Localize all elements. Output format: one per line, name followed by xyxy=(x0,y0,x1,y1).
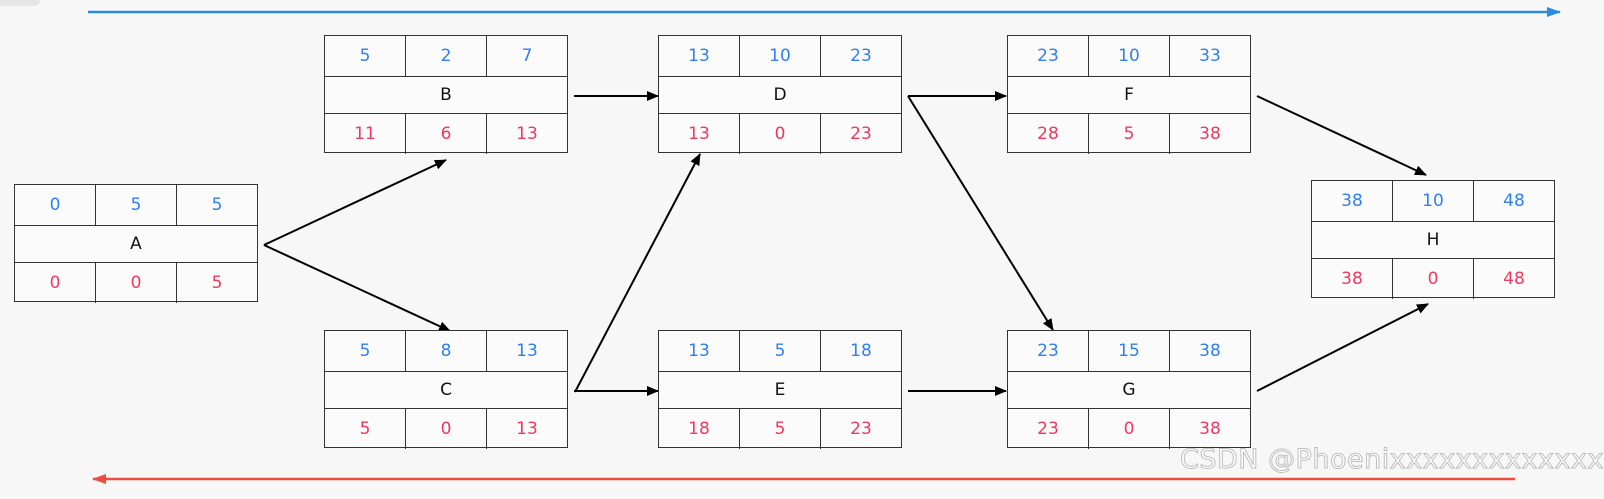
node-g-early-finish: 38 xyxy=(1169,331,1250,371)
node-f-late-finish: 38 xyxy=(1169,114,1250,154)
node-f-slack: 5 xyxy=(1088,114,1169,154)
node-a-duration: 5 xyxy=(95,185,176,225)
node-h-duration: 10 xyxy=(1392,181,1473,221)
node-b-late-start: 11 xyxy=(354,124,376,144)
node-h-early-finish: 48 xyxy=(1473,181,1554,221)
node-g-slack: 0 xyxy=(1088,409,1169,449)
node-h-late-finish: 48 xyxy=(1473,259,1554,299)
watermark: CSDN @Phoenixxxxxxxxxxxxx xyxy=(1180,444,1604,476)
node-a-early-finish: 5 xyxy=(176,185,257,225)
node-h-slack: 0 xyxy=(1392,259,1473,299)
node-d-slack: 0 xyxy=(739,114,820,154)
edge-a-b xyxy=(263,159,447,246)
node-d-late-finish: 23 xyxy=(820,114,901,154)
node-g-early-start: 23 xyxy=(1037,341,1059,361)
node-g-label: G xyxy=(1122,380,1136,400)
node-d-early-finish: 23 xyxy=(820,36,901,76)
node-d-label: D xyxy=(773,85,787,105)
node-e-label: E xyxy=(774,380,786,400)
node-g-late-start: 23 xyxy=(1037,419,1059,439)
node-h-late-start: 38 xyxy=(1341,269,1363,289)
node-d-duration: 10 xyxy=(739,36,820,76)
node-c-early-start: 5 xyxy=(359,341,371,361)
node-f-early-finish: 33 xyxy=(1169,36,1250,76)
edge-g-h xyxy=(1256,303,1429,392)
edge-c-d xyxy=(574,153,701,393)
node-b-duration: 2 xyxy=(405,36,486,76)
node-a-late-start: 0 xyxy=(49,273,61,293)
node-h-label: H xyxy=(1426,230,1440,250)
node-b-early-start: 5 xyxy=(359,46,371,66)
node-c-duration: 8 xyxy=(405,331,486,371)
edge-d-g xyxy=(907,95,1054,331)
node-f-label: F xyxy=(1124,85,1134,105)
node-c-label: C xyxy=(440,380,452,400)
node-d-late-start: 13 xyxy=(688,124,710,144)
node-e-early-finish: 18 xyxy=(820,331,901,371)
node-d-early-start: 13 xyxy=(688,46,710,66)
node-f-late-start: 28 xyxy=(1037,124,1059,144)
node-g-duration: 15 xyxy=(1088,331,1169,371)
node-c-slack: 0 xyxy=(405,409,486,449)
node-b-label: B xyxy=(440,85,452,105)
node-g-late-finish: 38 xyxy=(1169,409,1250,449)
node-e-slack: 5 xyxy=(739,409,820,449)
corner-tab xyxy=(0,0,40,6)
node-c-early-finish: 13 xyxy=(486,331,567,371)
node-c-late-finish: 13 xyxy=(486,409,567,449)
node-a-label: A xyxy=(130,234,142,254)
node-b-early-finish: 7 xyxy=(486,36,567,76)
node-e-early-start: 13 xyxy=(688,341,710,361)
node-e-late-start: 18 xyxy=(688,419,710,439)
node-a-early-start: 0 xyxy=(49,195,61,215)
node-c-late-start: 5 xyxy=(359,419,371,439)
edge-a-c xyxy=(263,244,451,332)
node-a-late-finish: 5 xyxy=(176,263,257,303)
node-b-slack: 6 xyxy=(405,114,486,154)
node-e-late-finish: 23 xyxy=(820,409,901,449)
node-f-early-start: 23 xyxy=(1037,46,1059,66)
edge-f-h xyxy=(1256,95,1427,176)
node-a-slack: 0 xyxy=(95,263,176,303)
node-h-early-start: 38 xyxy=(1341,191,1363,211)
node-b-late-finish: 13 xyxy=(486,114,567,154)
node-f-duration: 10 xyxy=(1088,36,1169,76)
node-e-duration: 5 xyxy=(739,331,820,371)
